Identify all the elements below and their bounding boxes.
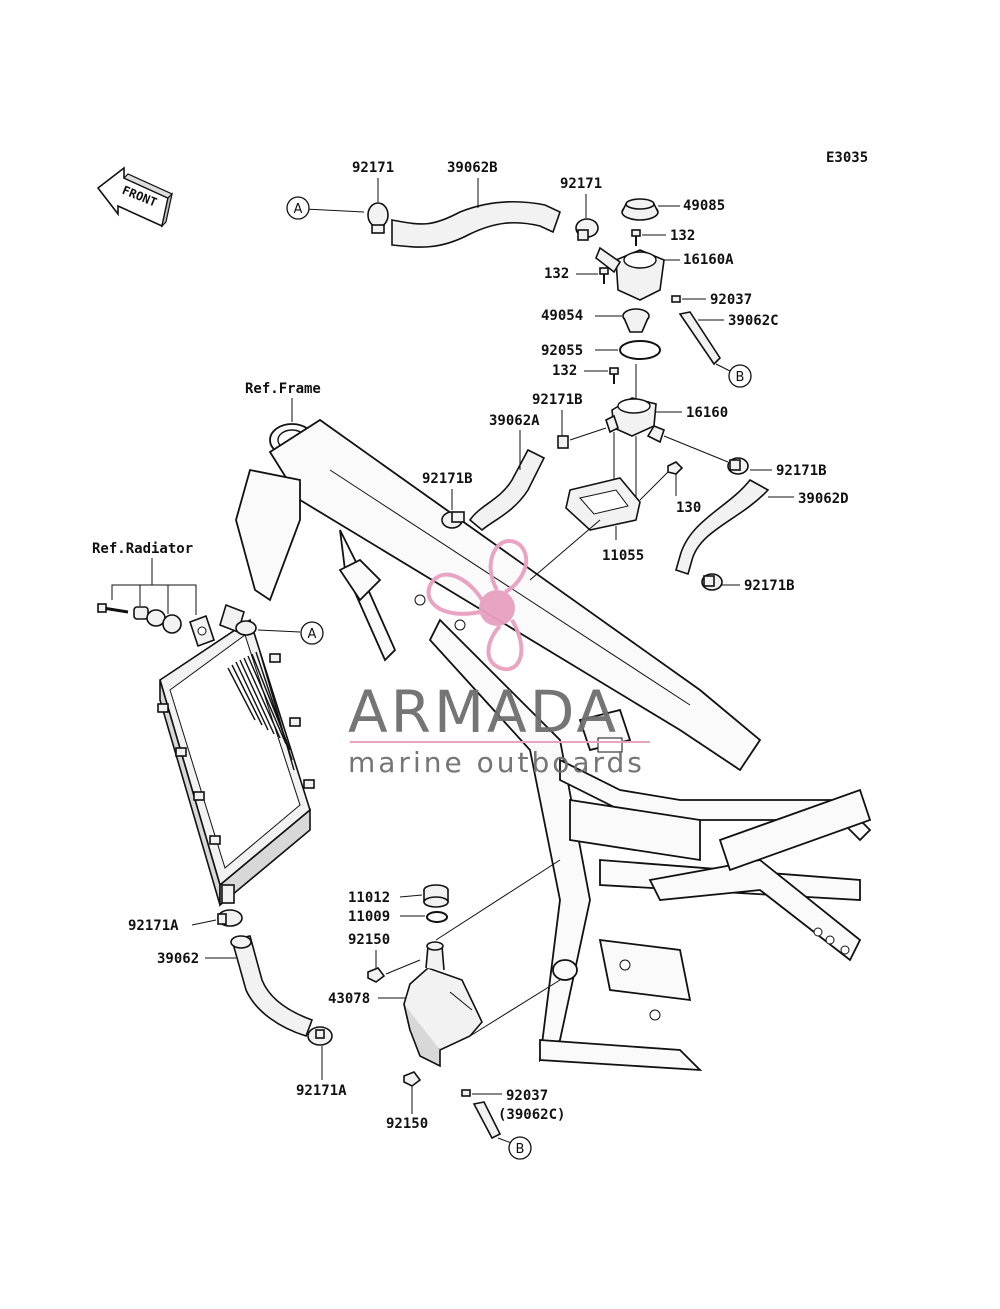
part-label-132-b: 132: [544, 266, 569, 282]
watermark-tagline: marine outboards: [348, 746, 645, 779]
callout-a-top: [286, 196, 310, 220]
callout-a-radiator-label: A: [308, 627, 317, 642]
part-label-39062c-ref: (39062C): [498, 1107, 565, 1123]
bolt-130: [667, 461, 684, 475]
housing-16160: [605, 397, 665, 444]
callout-b-top: [728, 364, 752, 388]
bolt-132-b: [599, 267, 609, 284]
part-label-49054: 49054: [541, 308, 583, 324]
callout-b-top-label: B: [736, 370, 745, 385]
bolt-132-c: [609, 367, 619, 384]
hose-39062c: [678, 311, 722, 366]
part-label-92171-right: 92171: [560, 176, 602, 192]
clamp-92171b-d: [701, 573, 723, 591]
clip-92037-a: [671, 295, 681, 303]
radiator-mount-hardware: [97, 603, 216, 648]
part-label-92171b-a: 92171B: [532, 392, 583, 408]
hose-39062c-ref: [472, 1101, 502, 1140]
callout-a-radiator: [300, 621, 324, 645]
clamp-92171a-top: [217, 909, 243, 927]
part-label-92150-b: 92150: [386, 1116, 428, 1132]
hose-39062b: [391, 201, 561, 248]
ref-frame-label: Ref.Frame: [245, 381, 321, 397]
clamp-92171b-c: [727, 457, 749, 475]
part-label-11012: 11012: [348, 890, 390, 906]
front-arrow-icon: FRONT: [96, 166, 174, 228]
reservoir-43078: [403, 941, 483, 1068]
part-label-132-a: 132: [670, 228, 695, 244]
clamp-92171a-bottom: [307, 1026, 333, 1046]
clamp-92171-right: [575, 218, 599, 241]
part-label-130: 130: [676, 500, 701, 516]
watermark-brand: ARMADA: [348, 678, 619, 746]
part-label-92037-b: 92037: [506, 1088, 548, 1104]
hose-39062a: [468, 448, 546, 532]
part-label-92171-left: 92171: [352, 160, 394, 176]
part-label-43078: 43078: [328, 991, 370, 1007]
part-label-132-c: 132: [552, 363, 577, 379]
part-label-92171b-d: 92171B: [744, 578, 795, 594]
part-label-16160a: 16160A: [683, 252, 734, 268]
part-label-92171a-a: 92171A: [128, 918, 179, 934]
part-label-92037-a: 92037: [710, 292, 752, 308]
hose-39062: [231, 935, 314, 1037]
ref-radiator-label: Ref.Radiator: [92, 541, 193, 557]
part-label-92171b-b: 92171B: [422, 471, 473, 487]
part-label-39062b: 39062B: [447, 160, 498, 176]
part-label-39062d: 39062D: [798, 491, 849, 507]
hose-39062d: [675, 478, 770, 576]
oring-92055: [619, 340, 661, 360]
callout-a-top-label: A: [294, 202, 303, 217]
clamp-92171b-b: [441, 511, 465, 529]
housing-16160a: [595, 246, 665, 301]
part-label-39062a: 39062A: [489, 413, 540, 429]
callout-b-bottom-label: B: [516, 1142, 525, 1157]
diagram-code: E3035: [826, 150, 868, 166]
clamp-92171-left: [367, 202, 389, 234]
part-label-11055: 11055: [602, 548, 644, 564]
part-label-92171b-c: 92171B: [776, 463, 827, 479]
cap-11012: [423, 884, 449, 908]
watermark-propeller-icon: [426, 539, 529, 672]
bolt-92150-b: [403, 1071, 422, 1087]
callout-b-bottom: [508, 1136, 532, 1160]
radiator-drawing: [157, 603, 315, 907]
part-label-49085: 49085: [683, 198, 725, 214]
part-label-39062: 39062: [157, 951, 199, 967]
watermark: ARMADA marine outboards: [348, 539, 650, 779]
gasket-11009: [426, 911, 448, 923]
part-label-92150-a: 92150: [348, 932, 390, 948]
bolt-132-a: [631, 229, 641, 246]
part-label-92171a-b: 92171A: [296, 1083, 347, 1099]
part-label-39062c: 39062C: [728, 313, 779, 329]
clamp-92171b-a: [557, 435, 569, 449]
bolt-92150-a: [367, 967, 386, 983]
thermostat-49054: [622, 308, 650, 333]
frame-drawing: [235, 418, 872, 1072]
part-label-92055: 92055: [541, 343, 583, 359]
bracket-11055: [565, 477, 641, 531]
part-label-16160: 16160: [686, 405, 728, 421]
cap-49085: [621, 198, 659, 221]
clip-92037-b: [461, 1089, 471, 1097]
part-label-11009: 11009: [348, 909, 390, 925]
